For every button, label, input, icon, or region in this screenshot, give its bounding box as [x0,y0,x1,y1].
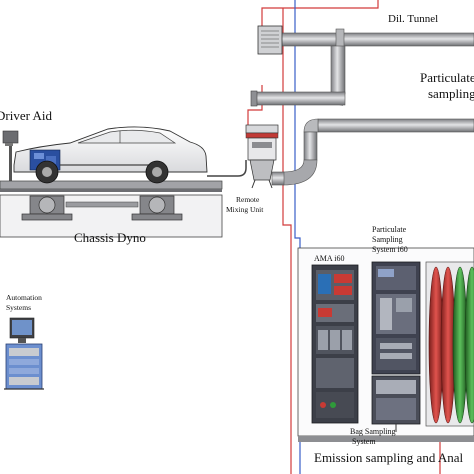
dilution-tunnel: Dil. Tunnel [257,13,474,55]
particulate-pipe-upper [250,45,346,107]
filter-grille [261,30,279,48]
dil-tunnel-label: Dil. Tunnel [388,13,438,25]
remote-mixing-label-1: Remote [236,195,260,204]
emission-sampling-label: Emission sampling and Anal [314,450,464,465]
chassis-dyno: Chassis Dyno [0,180,223,245]
sample-bags [425,261,474,427]
remote-mixing-unit: Remote Mixing Unit [226,124,279,214]
bag-sampling-label-1: Bag Sampling [350,427,396,436]
automation-label-1: Automation [6,293,42,302]
particulate-sampling-system-rack: Particulate Sampling System i60 [371,225,421,375]
particulate-system-label-2: Sampling [372,235,403,244]
exhaust-line [207,160,247,177]
test-vehicle [13,126,208,184]
particulate-system-label-1: Particulate [372,225,407,234]
pipe-end-cap [250,90,258,107]
fid-module-2 [334,286,352,295]
red-signal-line-right [282,8,292,474]
particulate-sampling-label-1: Particulate [420,70,474,85]
driver-aid-label: Driver Aid [0,108,52,123]
automation-systems: Automation Systems [4,293,44,390]
automation-label-2: Systems [6,303,31,312]
fid-module-1 [334,274,352,283]
particulate-sampling-label-2: sampling [428,86,474,101]
ama-i60-rack: AMA i60 [311,254,359,424]
dyno-roller-rear [131,195,183,221]
tunnel-pipe [279,32,474,47]
remote-mixing-label-2: Mixing Unit [226,205,264,214]
bag-sampling-system: Bag Sampling System [350,375,421,446]
ama-i60-label: AMA i60 [314,254,344,263]
dyno-roller-front [21,195,73,221]
particulate-system-label-3: System i60 [372,245,408,254]
car-windows [77,129,177,144]
particulate-pipe-lower: Particulate sampling [271,70,474,186]
chassis-dyno-label: Chassis Dyno [74,230,146,245]
bag-sampling-label-2: System [352,437,376,446]
tunnel-filter-box [257,25,283,55]
red-signal-line-top [261,0,379,30]
driver-aid: Driver Aid [0,108,52,181]
sample-bag-green-2 [464,266,474,424]
driver-aid-monitor [2,130,19,144]
dyno-platform [0,180,223,190]
